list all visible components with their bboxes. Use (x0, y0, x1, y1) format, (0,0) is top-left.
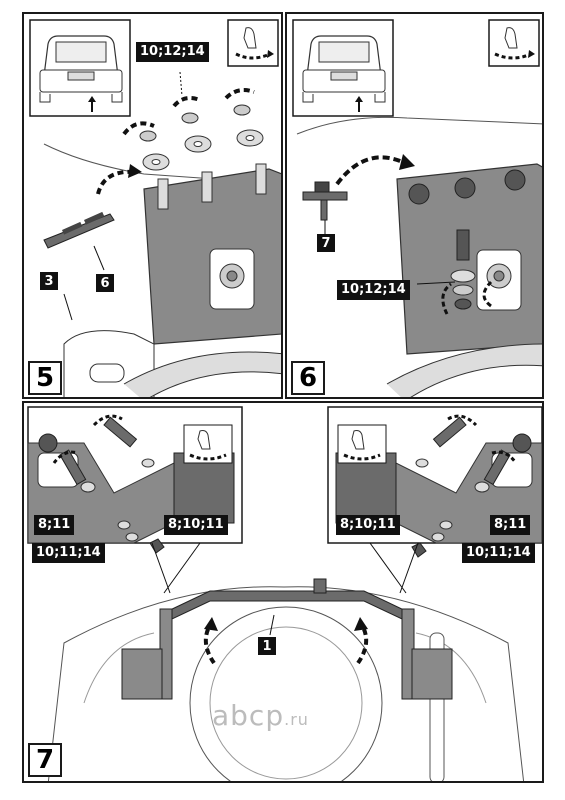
callout-part-3: 3 (40, 272, 58, 290)
callout-part-6: 6 (96, 274, 114, 292)
step-5-illustration (29, 19, 281, 397)
car-rear-thumbnail (292, 19, 394, 117)
step-7-panel: 8;11 8;10;11 10;11;14 8;10;11 8;11 10;11… (22, 401, 544, 783)
step-number-5: 5 (28, 361, 62, 395)
assembly-arrows (96, 88, 255, 195)
step-7-illustration (27, 406, 542, 781)
label-hardware-10-12-14: 10;12;14 (337, 280, 410, 300)
assembly-arrows (335, 154, 493, 315)
label-left-10-11-14: 10;11;14 (32, 543, 105, 563)
step-6-panel: 7 10;12;14 6 (285, 12, 544, 399)
step-number-7: 7 (28, 743, 62, 777)
label-right-8-10-11: 8;10;11 (336, 515, 400, 535)
part-7-bolt (302, 181, 348, 221)
watermark-main: abcp (212, 699, 285, 732)
watermark-suffix: .ru (284, 710, 309, 729)
hand-tighten-icon (227, 19, 279, 67)
car-rear-thumbnail (29, 19, 131, 117)
part-6-rail (43, 211, 115, 249)
watermark: abcp.ru (212, 699, 309, 732)
label-right-10-11-14: 10;11;14 (462, 543, 535, 563)
install-arrows (203, 617, 369, 665)
callout-part-1: 1 (258, 637, 276, 655)
part-1-crossbar (121, 578, 453, 700)
right-detail-inset (327, 406, 542, 594)
left-detail-inset (27, 406, 243, 594)
label-left-8-10-11: 8;10;11 (164, 515, 228, 535)
step-number-6: 6 (291, 361, 325, 395)
hand-tighten-icon (488, 19, 540, 67)
step-6-illustration (292, 19, 542, 397)
washers-nuts (139, 104, 264, 171)
label-hardware-10-12-14: 10;12;14 (136, 42, 209, 62)
washer-nut-stack (450, 269, 476, 310)
step-5-panel: 10;12;14 3 6 5 (22, 12, 283, 399)
bracket-plate (143, 163, 281, 345)
bracket-plate (396, 163, 542, 355)
callout-part-7: 7 (317, 234, 335, 252)
vehicle-rear-underside (47, 586, 525, 781)
label-right-8-11: 8;11 (490, 515, 531, 535)
label-left-8-11: 8;11 (34, 515, 75, 535)
